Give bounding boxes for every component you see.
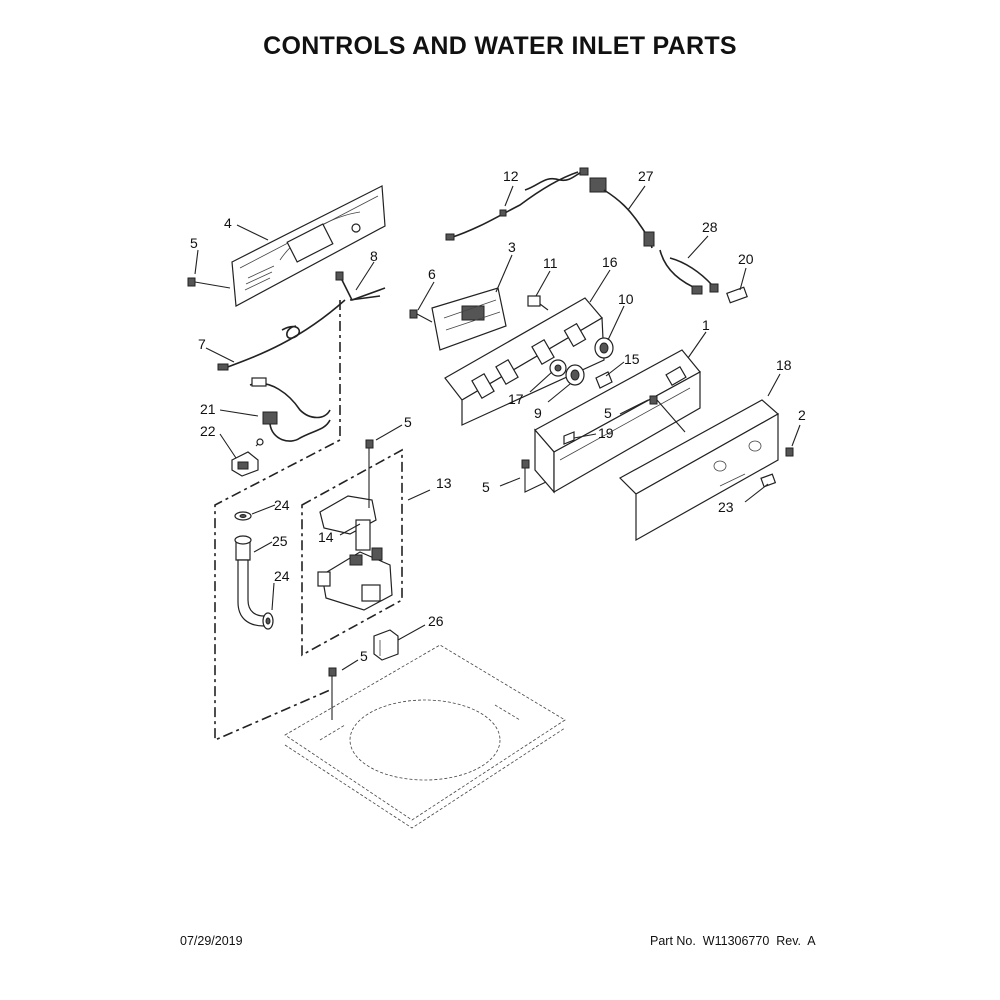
callout-20: 20	[738, 251, 754, 267]
part-4-bracket	[231, 185, 386, 307]
part-5-screw-a	[187, 277, 231, 289]
callout-25: 25	[272, 533, 288, 549]
callout-7: 7	[198, 336, 206, 352]
part-17-knob	[549, 359, 567, 377]
part-11-switch	[527, 295, 549, 311]
callout-5: 5	[604, 405, 612, 421]
assembly-line-13	[301, 448, 403, 657]
callout-27: 27	[638, 168, 654, 184]
callout-26: 26	[428, 613, 444, 629]
part-10-knob-cap	[594, 337, 614, 359]
part-15-lens	[595, 371, 613, 389]
callout-12: 12	[503, 168, 519, 184]
part-23-pin	[760, 473, 777, 488]
callout-24: 24	[274, 568, 290, 584]
part-19-clip	[563, 431, 575, 445]
part-26-bracket	[373, 629, 399, 661]
callout-8: 8	[370, 248, 378, 264]
part-27-harness	[589, 177, 655, 249]
part-1-console	[534, 349, 701, 494]
part-22-block	[231, 438, 264, 477]
callout-5: 5	[190, 235, 198, 251]
callout-3: 3	[508, 239, 516, 255]
part-25-hose	[234, 535, 265, 627]
callout-labels: 4 5 8 7 21 22 5 13 24 14 25 24 26 5 12 3…	[190, 168, 806, 664]
callout-5: 5	[404, 414, 412, 430]
footer-part-number: Part No. W11306770 Rev. A	[650, 934, 816, 948]
callout-18: 18	[776, 357, 792, 373]
callout-2: 2	[798, 407, 806, 423]
callout-23: 23	[718, 499, 734, 515]
callout-16: 16	[602, 254, 618, 270]
callout-1: 1	[702, 317, 710, 333]
part-5-screw-b	[365, 439, 374, 508]
callout-19: 19	[598, 425, 614, 441]
footer-date: 07/29/2019	[180, 934, 243, 948]
part-5-screw-c	[328, 667, 337, 720]
part-13-valve-assembly	[317, 495, 393, 611]
callout-5: 5	[482, 479, 490, 495]
part-7-harness	[217, 299, 346, 419]
part-3-control-board	[431, 287, 507, 351]
callout-14: 14	[318, 529, 334, 545]
part-12-harness	[445, 167, 589, 241]
part-5-screw-d	[649, 395, 686, 433]
diagram-title: CONTROLS AND WATER INLET PARTS	[263, 32, 737, 60]
callout-10: 10	[618, 291, 634, 307]
part-6-screw	[409, 309, 433, 323]
part-24-washer-bottom	[262, 612, 274, 630]
part-5-screw-e	[521, 459, 547, 493]
part-28-cable	[659, 249, 719, 295]
callout-28: 28	[702, 219, 718, 235]
part-21-sensor	[262, 411, 331, 442]
part-18-console-cover	[619, 399, 780, 542]
callout-15: 15	[624, 351, 640, 367]
callout-24: 24	[274, 497, 290, 513]
callout-5: 5	[360, 648, 368, 664]
callout-9: 9	[534, 405, 542, 421]
callout-22: 22	[200, 423, 216, 439]
part-16-console-frame	[444, 297, 605, 426]
part-24-washer-top	[234, 511, 252, 521]
callout-17: 17	[508, 391, 524, 407]
callout-leaders	[194, 185, 801, 671]
part-9-knob	[565, 364, 585, 386]
part-2-screw	[785, 447, 794, 457]
callout-13: 13	[436, 475, 452, 491]
part-8-connector	[335, 271, 386, 301]
part-20-plug	[726, 286, 748, 304]
callout-11: 11	[543, 255, 558, 271]
callout-4: 4	[224, 215, 232, 231]
cabinet-top-base	[284, 644, 566, 829]
callout-6: 6	[428, 266, 436, 282]
callout-21: 21	[200, 401, 216, 417]
assembly-line-left	[214, 300, 341, 742]
